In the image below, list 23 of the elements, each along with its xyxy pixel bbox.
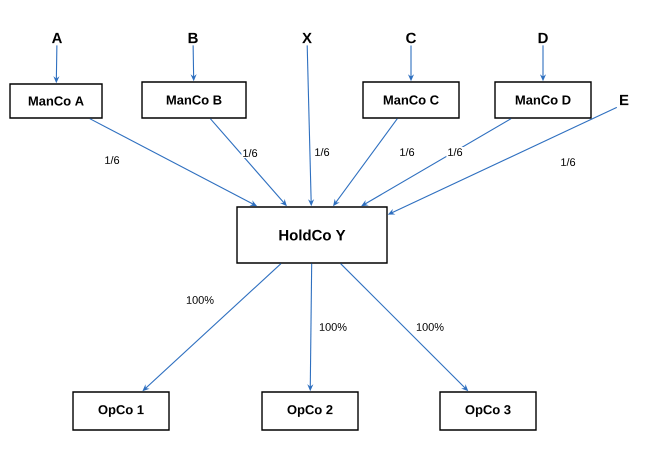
edge-label: 1/6 bbox=[446, 146, 464, 158]
edge-label: 1/6 bbox=[103, 154, 121, 166]
company-box: ManCo D bbox=[494, 81, 592, 119]
company-box: ManCo A bbox=[9, 83, 103, 119]
company-box: OpCo 3 bbox=[439, 391, 537, 431]
edge-label: 1/6 bbox=[559, 156, 577, 168]
edge-label: 1/6 bbox=[241, 148, 259, 158]
edge-label: 100% bbox=[318, 322, 348, 332]
edge-label: 1/6 bbox=[313, 146, 331, 158]
node-label: X bbox=[302, 32, 312, 44]
company-box: OpCo 2 bbox=[261, 391, 359, 431]
edge-label: 100% bbox=[185, 295, 216, 305]
node-label: C bbox=[406, 32, 416, 44]
node-label: B bbox=[188, 32, 198, 44]
company-box: ManCo C bbox=[362, 81, 460, 119]
node-label: A bbox=[52, 32, 62, 44]
company-box: OpCo 1 bbox=[72, 391, 170, 431]
company-box: ManCo B bbox=[141, 81, 247, 119]
edge-label: 1/6 bbox=[398, 146, 416, 158]
company-box: HoldCo Y bbox=[236, 206, 388, 264]
edge-label: 100% bbox=[415, 322, 446, 332]
node-label: D bbox=[538, 32, 548, 44]
node-label: E bbox=[620, 94, 628, 106]
